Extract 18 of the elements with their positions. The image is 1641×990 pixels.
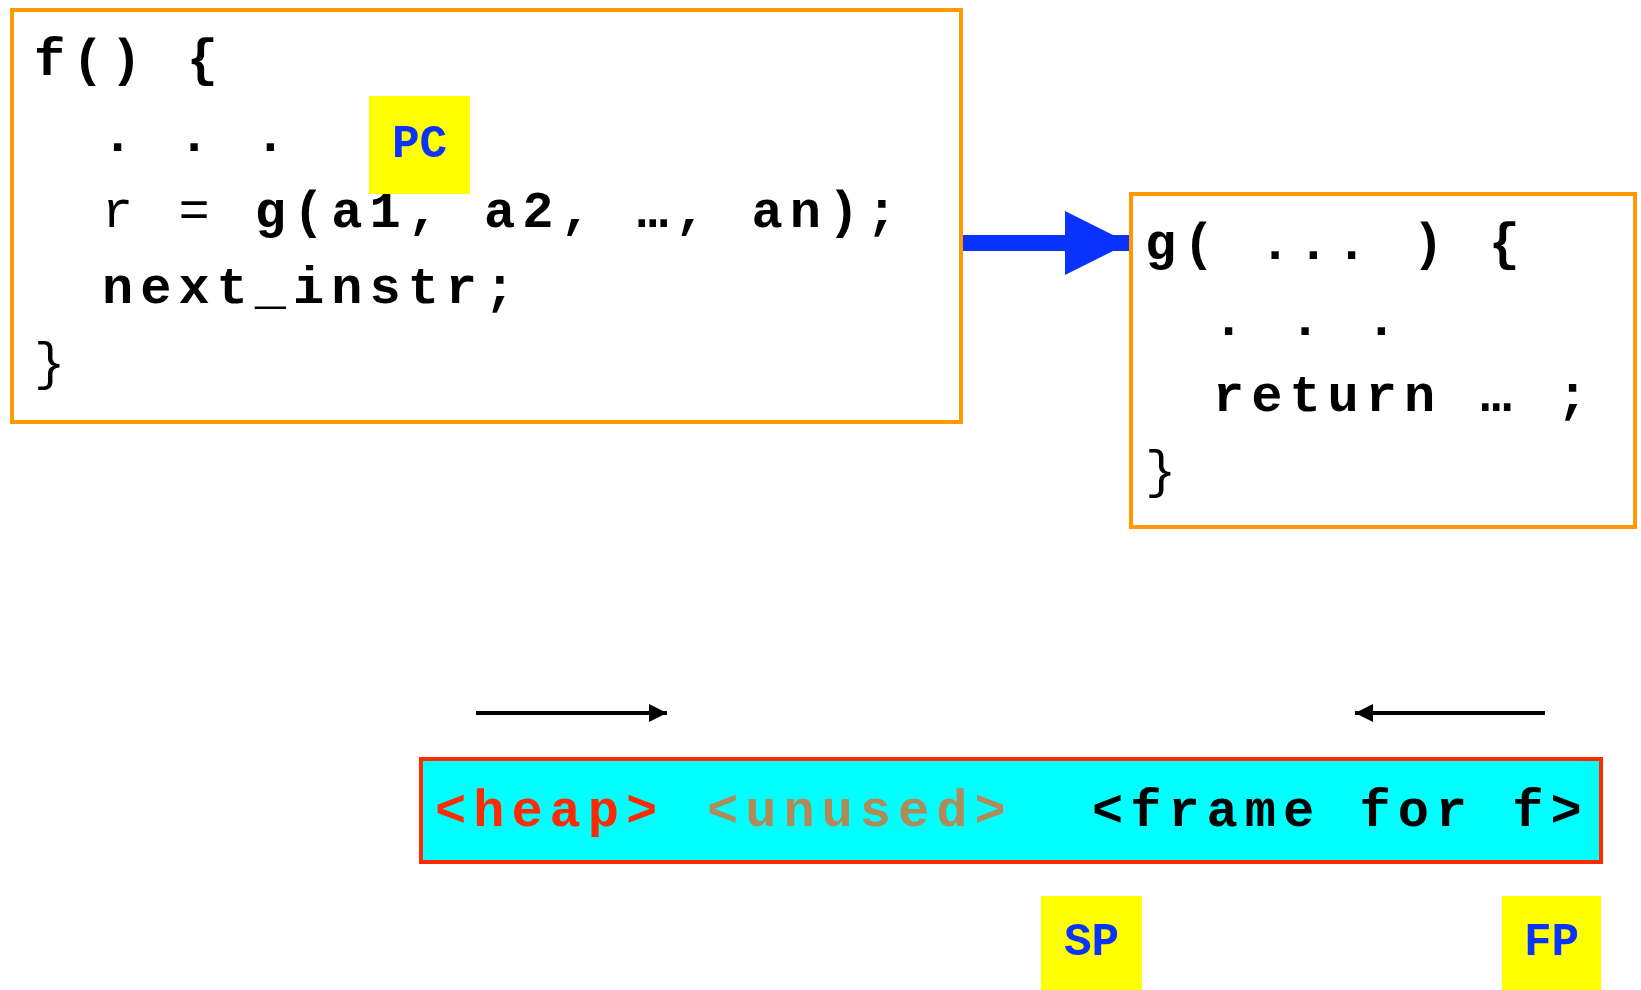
pointer-label: PC bbox=[369, 96, 470, 194]
pointer-label: SP bbox=[1041, 896, 1142, 990]
code-line: . . . bbox=[102, 108, 294, 168]
memory-region-label: <unused> bbox=[707, 783, 1013, 842]
code-line: } bbox=[34, 336, 73, 396]
code-line: } bbox=[1145, 444, 1184, 504]
code-line: . . . bbox=[1213, 292, 1405, 352]
code-line: return … ; bbox=[1213, 368, 1596, 428]
code-line: f() { bbox=[34, 32, 226, 92]
code-box bbox=[1129, 192, 1637, 529]
code-line: next_instr; bbox=[102, 260, 523, 320]
code-box bbox=[10, 8, 963, 424]
stack-bar bbox=[419, 757, 1603, 864]
pointer-label: FP bbox=[1502, 896, 1601, 990]
memory-region-label: <frame for f> bbox=[1092, 783, 1589, 842]
code-line: g( ... ) { bbox=[1145, 216, 1528, 276]
memory-region-label: <heap> bbox=[435, 783, 665, 842]
arrow bbox=[963, 211, 1129, 275]
